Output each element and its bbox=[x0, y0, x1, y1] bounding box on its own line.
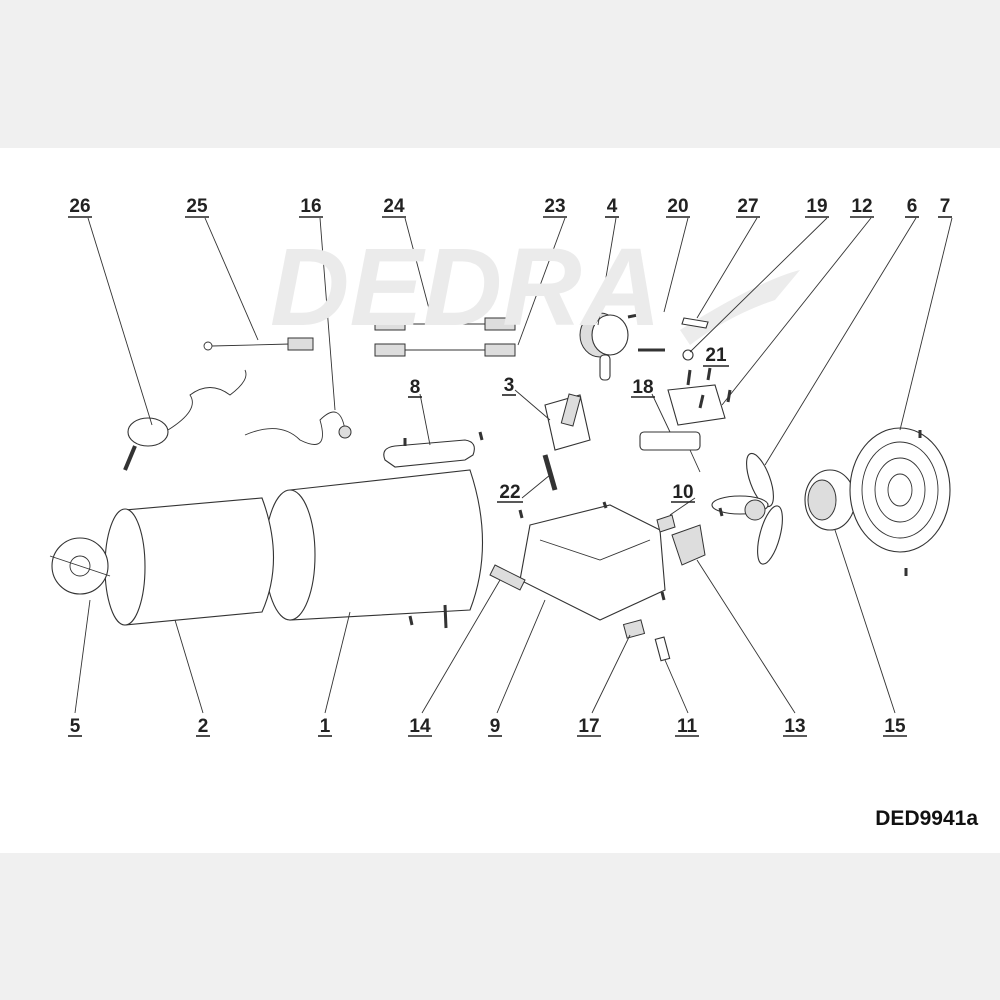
part-18-solenoid-valve bbox=[639, 431, 701, 473]
top-margin bbox=[0, 0, 1000, 148]
part-17-switch bbox=[622, 619, 646, 639]
part-26-gas-regulator bbox=[123, 369, 247, 471]
drawing-code: DED9941a bbox=[875, 807, 978, 830]
label-25: 25 bbox=[186, 196, 208, 217]
label-26: 26 bbox=[69, 196, 90, 217]
label-11: 11 bbox=[677, 716, 698, 737]
bottom-margin bbox=[0, 853, 1000, 1000]
label-17: 17 bbox=[578, 716, 599, 737]
part-8-handle bbox=[383, 439, 475, 468]
part-5-rear-grill bbox=[49, 537, 111, 595]
part-14-bracket bbox=[489, 564, 526, 591]
label-16: 16 bbox=[300, 196, 321, 217]
part-21-sensor bbox=[638, 348, 694, 361]
label-15: 15 bbox=[884, 716, 906, 737]
part-6-fan-blade bbox=[711, 452, 783, 565]
label-6: 6 bbox=[907, 196, 918, 217]
part-1-housing-front bbox=[264, 469, 483, 621]
part-25-cable bbox=[203, 337, 314, 351]
part-16-power-cord bbox=[244, 411, 352, 445]
label-7: 7 bbox=[940, 196, 951, 217]
part-24-cables bbox=[374, 317, 516, 357]
part-15-motor bbox=[804, 469, 856, 531]
label-5: 5 bbox=[70, 716, 81, 737]
part-11-knob bbox=[654, 636, 671, 662]
part-9-base bbox=[519, 504, 666, 621]
label-23: 23 bbox=[544, 196, 565, 217]
label-13: 13 bbox=[784, 716, 805, 737]
label-14: 14 bbox=[409, 716, 431, 737]
label-20: 20 bbox=[667, 196, 688, 217]
label-9: 9 bbox=[490, 716, 501, 737]
part-2-housing-rear bbox=[104, 497, 274, 626]
screws bbox=[403, 367, 922, 629]
label-8: 8 bbox=[410, 377, 421, 398]
label-22: 22 bbox=[499, 482, 520, 503]
label-12: 12 bbox=[851, 196, 872, 217]
label-2: 2 bbox=[198, 716, 209, 737]
part-number-labels: 26 25 16 24 23 4 20 27 19 12 6 7 21 8 3 … bbox=[68, 196, 952, 737]
watermark-swoosh bbox=[680, 270, 800, 345]
part-10-clip bbox=[656, 514, 676, 533]
dedra-watermark: DEDRA bbox=[270, 226, 661, 349]
label-1: 1 bbox=[320, 716, 331, 737]
label-3: 3 bbox=[504, 375, 515, 396]
label-4: 4 bbox=[607, 196, 618, 217]
part-12-control-board bbox=[667, 384, 726, 426]
part-27-bracket bbox=[681, 317, 709, 329]
label-10: 10 bbox=[672, 482, 693, 503]
label-21: 21 bbox=[705, 345, 727, 366]
leader-lines bbox=[74, 217, 953, 714]
part-4-burner-head bbox=[579, 312, 629, 381]
label-19: 19 bbox=[806, 196, 827, 217]
part-3-valve-bracket bbox=[544, 393, 591, 451]
part-13-cover bbox=[671, 524, 706, 566]
part-7-front-grill bbox=[849, 427, 951, 553]
part-20-screw bbox=[627, 311, 649, 319]
label-27: 27 bbox=[737, 196, 758, 217]
part-22-electrode bbox=[542, 454, 558, 491]
label-24: 24 bbox=[383, 196, 405, 217]
label-18: 18 bbox=[632, 377, 653, 398]
